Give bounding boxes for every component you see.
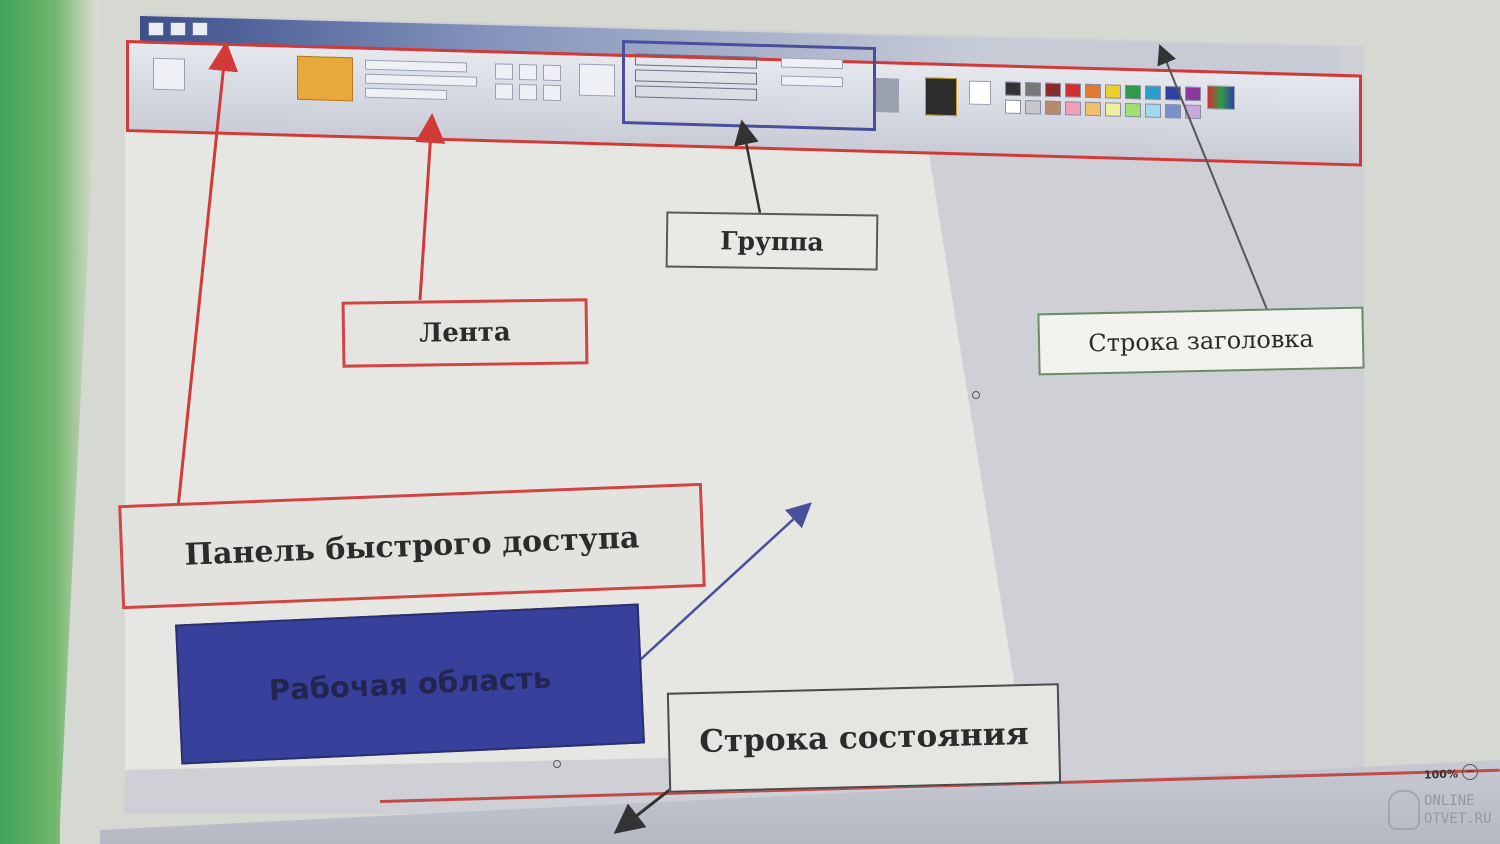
fill-option [781,75,843,88]
shapes-row [635,85,757,101]
select-tool-icon [297,55,353,102]
line-size-icon [873,77,899,113]
palette-swatch [1185,86,1201,102]
pencil-icon [495,63,513,80]
canvas-resize-handle-bottom [553,760,561,768]
palette-swatch [1065,83,1081,98]
zoom-out-icon: − [1462,764,1478,780]
callout-status-bar: Строка состояния [666,683,1062,793]
callout-ribbon: Лента [341,298,589,368]
palette-swatch [1165,86,1181,101]
quick-access-toolbar [148,20,258,38]
paste-icon [153,57,185,91]
eraser-icon [495,83,513,100]
color-2-icon [969,80,991,106]
color-picker-icon [519,83,537,101]
palette-swatch [1025,100,1041,115]
palette-swatch [1105,102,1121,117]
palette-swatch [1005,81,1021,96]
undo-icon [170,22,186,36]
palette-swatch [1145,103,1161,118]
palette-swatch [1125,102,1141,118]
magnifier-icon [543,84,561,102]
watermark: ONLINE OTVET.RU [1424,792,1491,828]
image-menu-line [365,59,467,73]
image-menu-line [365,73,477,87]
zoom-level: 100% [1423,767,1459,782]
palette-swatch [1025,82,1041,97]
palette-swatch [1085,101,1101,117]
edit-colors-icon [1207,85,1235,110]
canvas-resize-handle-right [972,391,980,399]
palette-swatch [1085,83,1101,99]
palette-swatch [1045,82,1061,98]
redo-icon [192,22,208,36]
palette-swatch [1185,104,1201,120]
brushes-icon [579,63,615,97]
palette-swatch [1165,104,1181,119]
watermark-line-2: OTVET.RU [1424,811,1492,827]
palette-swatch [1005,99,1021,114]
callout-workspace: Рабочая область [175,603,645,765]
shapes-row [635,69,757,85]
lightbulb-icon [1388,790,1420,830]
callout-group: Группа [665,211,879,271]
shapes-row [635,53,757,69]
palette-swatch [1045,100,1061,116]
palette-swatch [1105,84,1121,99]
color-1-icon [925,77,957,117]
callout-title-bar: Строка заголовка [1037,306,1365,376]
shapes-group-outline [622,40,876,132]
palette-swatch [1065,101,1081,116]
save-icon [148,22,164,36]
palette-swatch [1145,85,1161,100]
fill-icon [519,63,537,81]
watermark-line-1: ONLINE [1424,793,1475,809]
palette-swatch [1125,84,1141,100]
image-menu-line [365,87,447,100]
text-icon [543,64,561,82]
outline-option [781,57,843,70]
